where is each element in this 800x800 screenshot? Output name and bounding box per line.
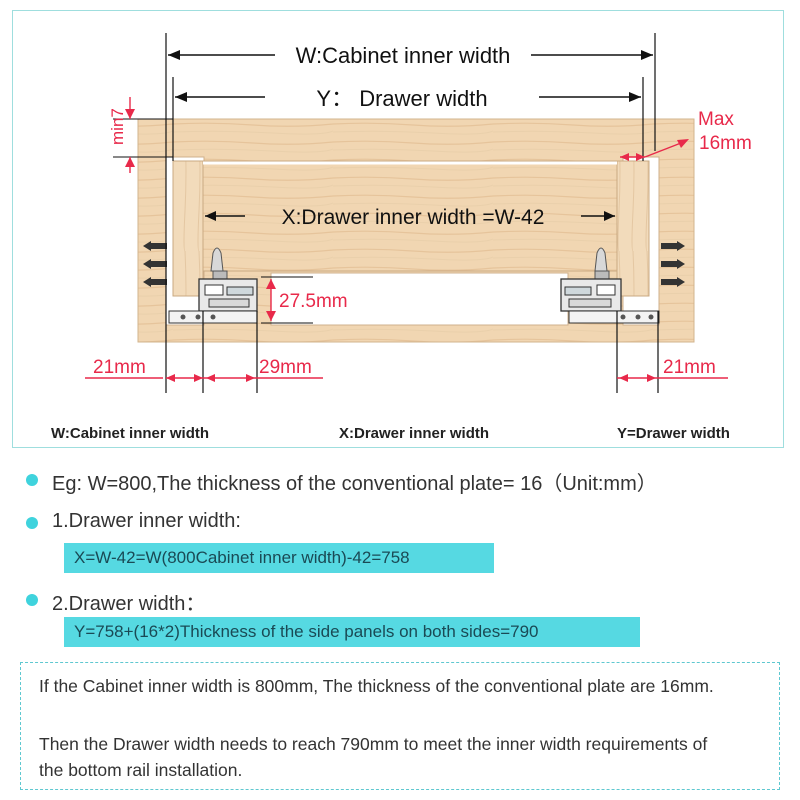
legend-x: X:Drawer inner width — [339, 425, 490, 442]
left-gap-dimension — [85, 374, 203, 382]
left-rail-assembly — [168, 247, 258, 324]
x-label: X:Drawer inner width =W-42 — [282, 206, 545, 229]
height-label: 27.5mm — [279, 291, 348, 312]
rail-gap-label: 29mm — [259, 357, 312, 378]
step1-formula: X=W-42=W(800Cabinet inner width)-42=758 — [64, 543, 494, 573]
max-callout — [620, 139, 689, 161]
min7-dimension — [113, 97, 173, 173]
w-dimension — [168, 50, 653, 60]
step2-formula: Y=758+(16*2)Thickness of the side panels… — [64, 617, 640, 647]
note-box: If the Cabinet inner width is 800mm, The… — [20, 662, 780, 790]
drawer-right-side — [616, 160, 650, 297]
right-rail-assembly — [560, 247, 660, 324]
legend-w: W:Cabinet inner width — [51, 425, 210, 442]
legend-y: Y=Drawer width — [617, 425, 730, 442]
right-gap-dimension — [617, 374, 728, 382]
example-intro: Eg: W=800,The thickness of the conventio… — [52, 473, 657, 495]
drawer-dimension-diagram: W:Cabinet inner width Y： Drawer width mi… — [85, 33, 752, 393]
step2-title: 2.Drawer width： — [52, 593, 206, 615]
left-gap-label: 21mm — [93, 357, 146, 378]
right-screws-icon — [661, 241, 685, 287]
drawer-bottom-gap — [270, 272, 569, 326]
y-label: Y： Drawer width — [316, 86, 487, 111]
y-dimension — [175, 92, 641, 102]
note-line-2: Then the Drawer width needs to reach 790… — [39, 734, 708, 780]
x-dimension — [205, 211, 615, 221]
min7-label: min7 — [108, 108, 127, 145]
w-label: W:Cabinet inner width — [296, 43, 511, 68]
bullet-icon — [26, 517, 38, 529]
bullet-icon — [26, 594, 38, 606]
drawer-front-board — [202, 160, 618, 272]
step1-title: 1.Drawer inner width: — [52, 510, 241, 532]
max-value-label: 16mm — [699, 133, 752, 154]
diagram-panel: W:Cabinet inner width Y： Drawer width mi… — [12, 10, 784, 448]
note-line-1: If the Cabinet inner width is 800mm, The… — [39, 676, 714, 696]
max-label: Max — [698, 109, 734, 130]
drawer-left-side — [172, 160, 204, 297]
right-gap-label: 21mm — [663, 357, 716, 378]
bullet-icon — [26, 474, 38, 486]
left-screws-icon — [143, 241, 167, 287]
rail-gap-dimension — [203, 374, 323, 382]
height-dimension — [261, 276, 313, 324]
